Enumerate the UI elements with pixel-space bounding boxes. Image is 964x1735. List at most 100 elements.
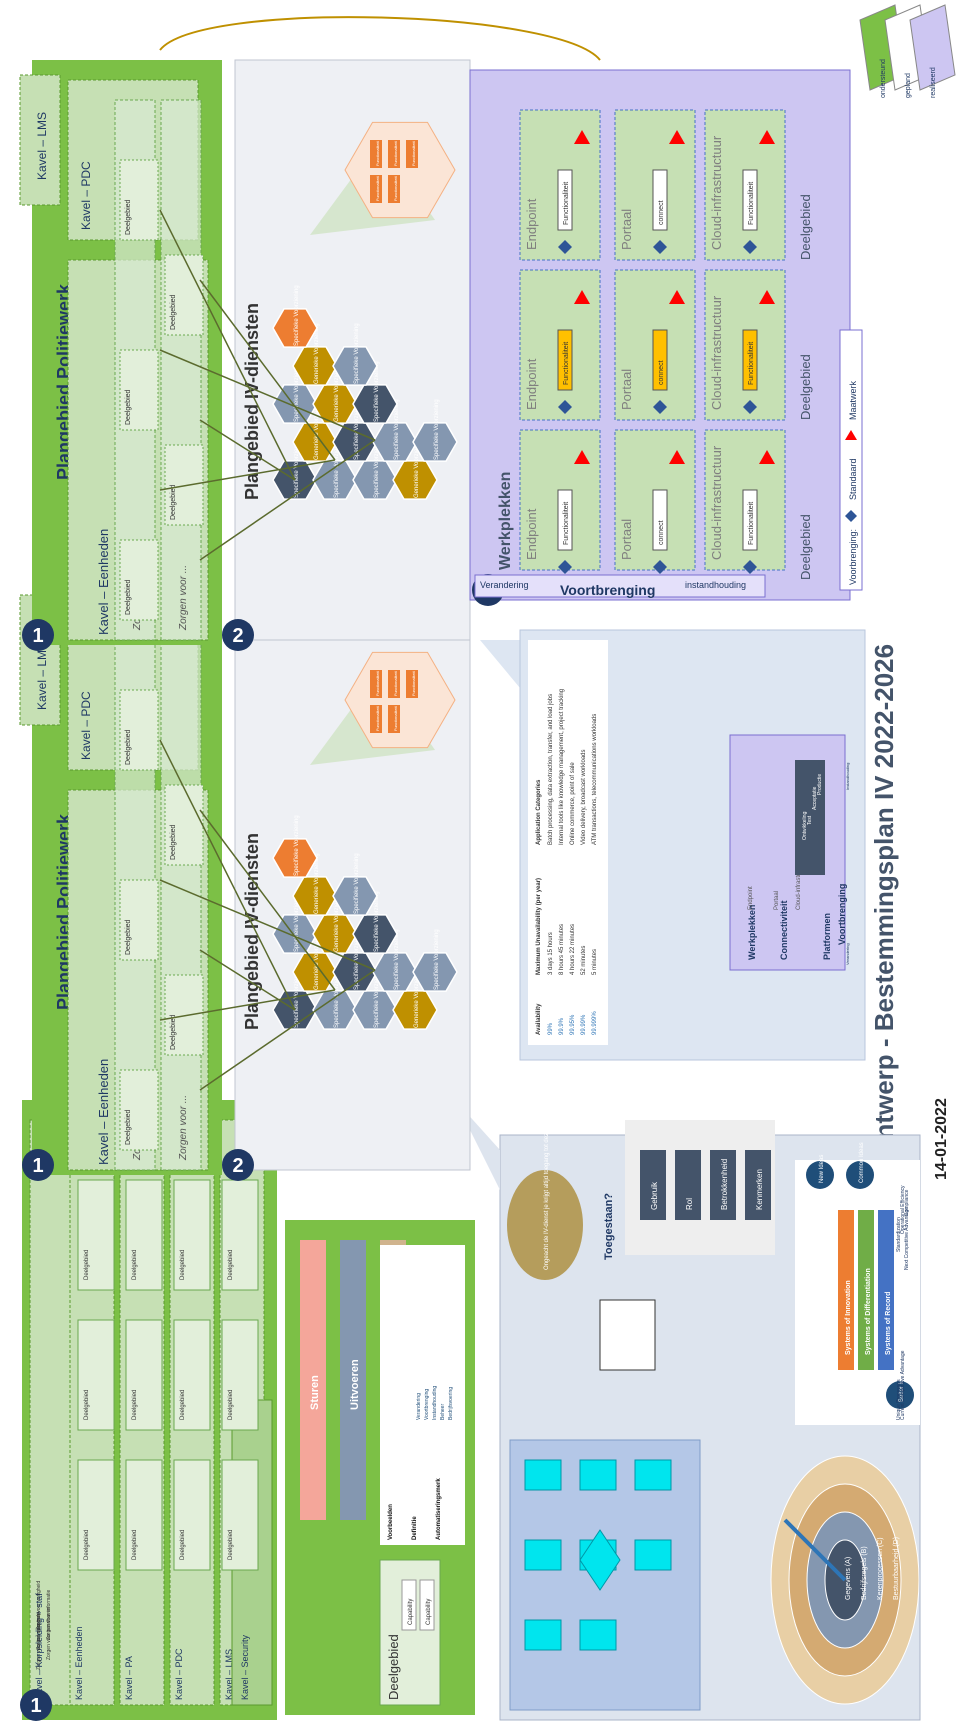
definition-text-box [380,1245,465,1545]
panel-c-link-1 [199,279,336,461]
access-label-0: Gebruik [650,1181,659,1210]
definition-item-4: Bedrijfsvoering [448,1387,454,1420]
flow-arrow [159,16,601,61]
panel-b-func-label-4: Functionaliteit [393,705,398,731]
panel-b-deelgebied-label-2: Deelgebied [125,919,132,955]
panel-b-link-5 [199,969,376,1091]
cell-std-diamond-0-0 [558,240,572,254]
panel-c-hex-13 [272,308,318,348]
mini-voortbrenging: Voortbrenging [837,884,847,945]
cell-func-box-0-0 [557,169,573,231]
panel-c-kavel-pdc: Kavel – PDC [79,161,93,230]
verandering-label: Verandering [480,580,529,590]
panel-c-link-5 [199,439,376,561]
cell-kind-0-0: Endpoint [524,198,539,250]
kavel-label-3: Kavel – PDC [174,1648,184,1700]
panel-b-link-0 [159,739,296,1011]
panel-c-hex-label-10: Specifieke Voorziening [374,361,380,422]
panel-b-hex-label-13: Specifieke Voorziening [294,815,300,876]
badge-c-2: 2 [222,619,254,651]
panel-c-func-chip-3 [370,175,382,203]
panel-c-func-label-1: Functionaliteit [393,140,398,166]
table-cell-4-2: ATM transactions, telecommunications wor… [592,714,598,845]
layer-label-0: Sturen [309,1375,321,1410]
panel-c-hex-label-4: Generieke Voorziening [314,399,320,460]
kavel-label-4: Kavel – LMS [224,1649,234,1700]
deelgebied-label-1-0: Deelgebied [132,1250,138,1280]
capability-box-1 [419,1579,435,1631]
deelgebied-label-3-1: Deelgebied [228,1390,234,1420]
instandhouding-label: instandhouding [685,580,746,590]
cell-func-box-1-1 [652,329,668,391]
panel-b-hex-label-1: Specifieke Voorziening [334,967,340,1028]
zorgen-row-3: Zorgen voor informatie [46,1589,52,1640]
deelgebied-label-0-1: Deelgebied [84,1390,90,1420]
panel-b-pointer [480,640,530,700]
definition-head-1: Definitie [412,1516,418,1540]
deelgebied-box-1-1 [125,1319,163,1431]
cell-func-label-2-2: Functionaliteit [748,502,755,545]
layer-band-0 [300,1240,326,1520]
deelgebied-large-label: Deelgebied [386,1634,401,1700]
definition-item-0: Verandering [416,1393,422,1420]
capability-box-0 [401,1579,417,1631]
panel-b-hex-11 [292,876,338,916]
panel-b-hex-12 [332,876,378,916]
deelgebied-label-1-1: Deelgebied [132,1390,138,1420]
definition-head-2: Automatiseringsmerk [436,1478,442,1540]
cell-std-diamond-2-1 [653,560,667,574]
table-cell-0-2: Batch processing, data extraction, trans… [548,694,554,845]
model-node-1 [579,1459,617,1491]
cell-kind-1-1: Portaal [619,369,634,410]
status-card-label-2: realiseerd [930,67,937,98]
table-cell-1-0: 99.9% [559,1017,565,1035]
table-cell-3-1: 52 minutes [581,946,587,975]
cell-func-label-2-1: connect [658,520,665,545]
panel-e-principles: Gegevens (A)Bedrijfsregels (B)Kerenproce… [455,1100,921,1721]
status-card-2 [909,4,956,91]
cell-maat-triangle-0-1 [669,130,685,144]
panel-c-func-chip-1 [388,140,400,168]
voortbrenging-band [474,574,766,598]
cell-func-box-2-2 [742,489,758,551]
model-node-6 [524,1619,562,1651]
panel-c-hex-label-8: Specifieke Voorziening [294,361,300,422]
panel-c-func-chip-0 [370,140,382,168]
deelgebied-label-2-1: Deelgebied [180,1390,186,1420]
deelgebied-box-0-2 [77,1459,115,1571]
access-box-3 [745,1150,771,1220]
panel-c-hex-label-7: Specifieke Voorziening [434,399,440,460]
cell-func-box-0-1 [652,169,668,231]
pace-bubble-right-1 [846,1161,874,1189]
panel-c-hex-10 [352,384,398,424]
panel-b-hex-label-9: Generieke Voorziening [334,891,340,952]
cell-kind-1-0: Endpoint [524,358,539,410]
werkplekken-label: Werkplekken [497,472,514,570]
cell-std-diamond-2-0 [558,560,572,574]
model-node-3 [524,1539,562,1571]
panel-c-func-label-3: Functionaliteit [375,175,380,201]
panel-c-hex-12 [332,346,378,386]
mini-stage-1: Test [807,815,813,825]
badge-c-1-number: 1 [32,625,43,647]
deelgebied-box-3-2 [221,1459,259,1571]
cell-std-diamond-1-2 [743,400,757,414]
panel-b-link-2 [159,879,376,971]
layer-label-1: Uitvoeren [349,1359,361,1410]
onion-label-1: Bedrijfsregels (B) [861,1546,868,1600]
panel-c-hex-label-5: Specifieke Voorziening [354,399,360,460]
panel-c-link-4 [159,459,336,491]
deelgebied-label-2-0: Deelgebied [180,1250,186,1280]
onion-arrow [783,1518,847,1582]
model-node-0 [524,1459,562,1491]
badge-c-2-number: 2 [232,625,243,647]
panel-c-func-chip-4 [388,175,400,203]
badge-a-circle [20,1689,52,1721]
kavel-label-1: Kavel – Eenheden [74,1626,84,1700]
pace-note-5: Compliance [904,1189,910,1216]
panel-c-hex-label-1: Specifieke Voorziening [334,437,340,498]
deelgebied-label-0-2: Deelgebied [84,1530,90,1560]
access-label-3: Kenmerken [755,1169,764,1210]
